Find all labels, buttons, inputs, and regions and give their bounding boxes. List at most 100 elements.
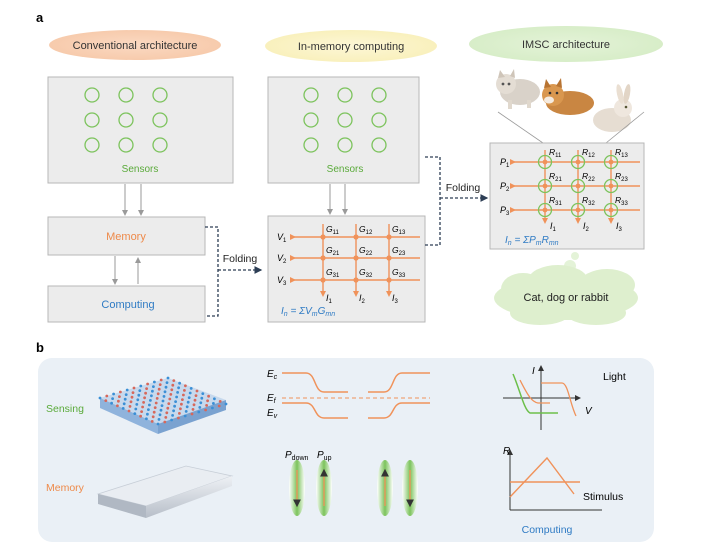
lattice-atom bbox=[204, 408, 208, 412]
lattice-atom bbox=[195, 389, 199, 393]
sensing-label: Sensing bbox=[46, 403, 84, 415]
sensor-circle bbox=[152, 87, 168, 103]
lattice-atom bbox=[192, 403, 196, 407]
band-right-ec bbox=[368, 372, 430, 393]
sensor-circle bbox=[118, 87, 134, 103]
lattice-atom bbox=[142, 401, 146, 404]
imc-title: In-memory computing bbox=[298, 41, 404, 53]
lattice-atom bbox=[105, 394, 109, 398]
imc-node bbox=[386, 255, 392, 261]
perspective-line-left bbox=[497, 111, 544, 144]
imsc-r-label: R21 bbox=[549, 171, 562, 183]
lattice-atom bbox=[145, 387, 149, 390]
imc-v-label: V3 bbox=[277, 275, 287, 287]
imc-node bbox=[386, 277, 392, 283]
lattice-atom bbox=[141, 405, 145, 409]
computing-label-b: Computing bbox=[522, 524, 573, 536]
lattice-atom bbox=[191, 408, 195, 411]
lattice-atom bbox=[133, 412, 137, 415]
lattice-atom bbox=[166, 376, 170, 380]
imc-g-label: G22 bbox=[359, 245, 373, 257]
lattice-atom bbox=[212, 402, 215, 405]
lattice-atom bbox=[183, 414, 187, 418]
band-right-ev bbox=[368, 402, 430, 419]
imc-crossbar-box bbox=[267, 215, 426, 323]
lattice-atom bbox=[151, 415, 155, 419]
lattice-atom bbox=[154, 401, 158, 405]
imc-node bbox=[353, 255, 359, 261]
lattice-atom bbox=[148, 403, 151, 407]
r-stimulus-plot: R Stimulus bbox=[503, 446, 623, 511]
memory-box bbox=[47, 216, 206, 256]
lattice-atom bbox=[164, 416, 168, 419]
conventional-sensor-grid bbox=[84, 87, 168, 153]
imc-g-label: G32 bbox=[359, 267, 373, 279]
imsc-col-arrow bbox=[542, 218, 548, 224]
lattice-atom bbox=[125, 388, 129, 392]
imc-node bbox=[320, 255, 326, 261]
lattice-atom bbox=[207, 394, 211, 398]
lattice-atom bbox=[193, 398, 197, 402]
lattice-atom bbox=[184, 410, 188, 413]
lattice-atom bbox=[132, 386, 136, 390]
imc-g-label: G11 bbox=[326, 224, 340, 236]
lattice-atom bbox=[104, 399, 108, 402]
lattice-atom bbox=[165, 411, 169, 415]
lattice-atom bbox=[166, 406, 170, 410]
imc-sensors-label: Sensors bbox=[327, 164, 364, 175]
lattice-atom bbox=[145, 417, 148, 421]
lattice-atom bbox=[178, 381, 182, 385]
imsc-sensor-ring bbox=[570, 178, 586, 194]
imc-g-label: G12 bbox=[359, 224, 373, 236]
folding-label-1: Folding bbox=[223, 253, 258, 265]
output-label: Cat, dog or rabbit bbox=[524, 292, 609, 304]
panel-a-letter: a bbox=[36, 10, 44, 25]
lattice-atom bbox=[157, 418, 161, 421]
lattice-atom bbox=[180, 402, 183, 406]
imsc-node bbox=[575, 183, 581, 189]
folding-bracket-1 bbox=[205, 226, 219, 317]
ev-label: Ev bbox=[267, 408, 278, 420]
imsc-title-bubble bbox=[469, 26, 663, 62]
lattice-atom bbox=[151, 389, 154, 393]
lattice-atom bbox=[172, 379, 176, 382]
lattice-atom bbox=[168, 397, 172, 401]
lattice-atom bbox=[163, 390, 167, 394]
lattice-atom bbox=[143, 396, 147, 400]
ec-label: Ec bbox=[267, 369, 278, 381]
imc-row-arrow bbox=[290, 277, 296, 283]
imc-col-arrow bbox=[353, 291, 359, 297]
lattice-atom bbox=[198, 406, 202, 409]
lattice-atom bbox=[134, 407, 138, 411]
lattice-atom bbox=[131, 391, 135, 394]
band-left-ev bbox=[282, 402, 348, 419]
lattice-atom bbox=[159, 378, 163, 382]
lattice-atom bbox=[174, 400, 178, 403]
lattice-atom bbox=[183, 389, 186, 392]
lattice-atom bbox=[190, 412, 194, 416]
imc-g-label: G21 bbox=[326, 245, 340, 257]
imc-col-arrow bbox=[320, 291, 326, 297]
imc-sensor-box bbox=[267, 76, 420, 184]
lattice-atom bbox=[138, 389, 142, 392]
lattice-atom bbox=[130, 395, 134, 399]
lattice-atom bbox=[135, 403, 139, 406]
imsc-node bbox=[542, 183, 548, 189]
panel-b-background bbox=[38, 358, 654, 542]
imsc-r-label: R13 bbox=[615, 147, 628, 159]
lattice-atom bbox=[117, 399, 120, 403]
imsc-node bbox=[608, 159, 614, 165]
imc-node bbox=[320, 277, 326, 283]
lattice-atom bbox=[164, 385, 168, 389]
iv-light-curve-2 bbox=[541, 382, 577, 417]
lattice-atom bbox=[123, 397, 127, 401]
thought-dot-1 bbox=[571, 252, 579, 260]
lattice-atom bbox=[158, 413, 162, 417]
imsc-p-label: P1 bbox=[500, 157, 510, 169]
lattice-atom bbox=[162, 395, 166, 398]
imc-col-arrow bbox=[386, 291, 392, 297]
imsc-row-arrow bbox=[510, 183, 516, 189]
iv-i-label: I bbox=[532, 366, 535, 377]
